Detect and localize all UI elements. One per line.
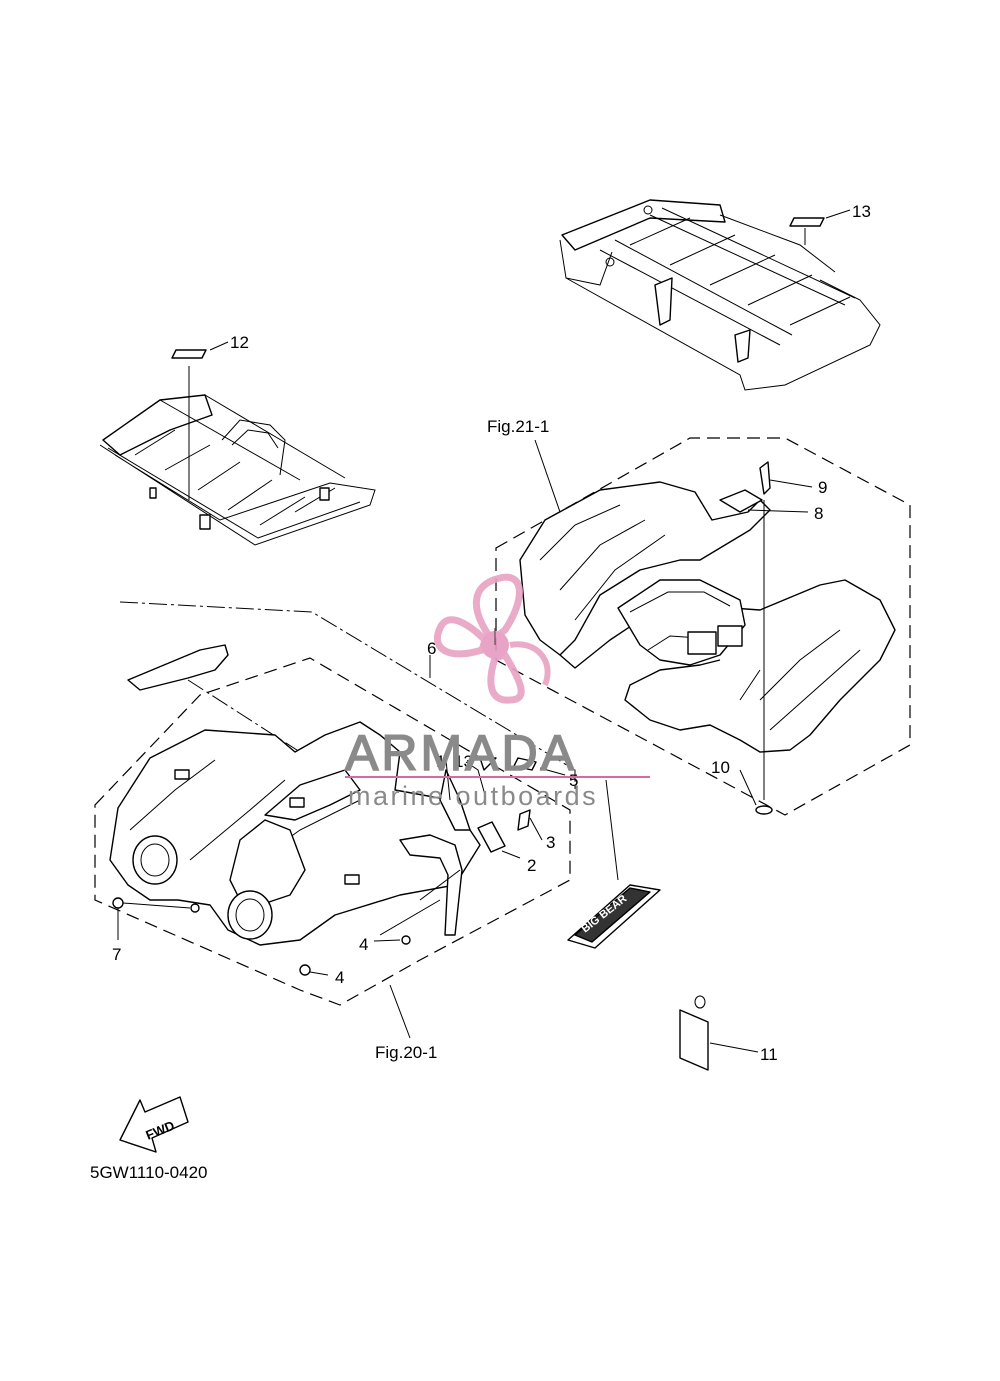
fig21-leader <box>534 439 561 513</box>
caution-tag <box>679 995 759 1071</box>
fig20-label: Fig.20-1 <box>375 1043 437 1062</box>
fig21-label: Fig.21-1 <box>487 417 549 436</box>
rear-fender-hardware <box>739 461 813 815</box>
watermark-tagline: marine outboards <box>348 781 598 811</box>
callout-2: 2 <box>527 856 536 875</box>
callout-10: 10 <box>711 758 730 777</box>
emblem-plate: BIG BEAR <box>567 779 661 949</box>
rear-fender <box>495 437 911 816</box>
front-carrier <box>99 394 376 546</box>
callout-7: 7 <box>112 945 121 964</box>
callout-11: 11 <box>760 1045 778 1064</box>
label-12 <box>171 341 229 500</box>
callout-3-upper: 3 <box>546 833 555 852</box>
callout-9: 9 <box>818 478 827 497</box>
callout-5: 5 <box>569 771 578 790</box>
callout-12: 12 <box>230 333 249 352</box>
callout-4-right: 4 <box>359 935 368 954</box>
callout-6: 6 <box>427 639 436 658</box>
watermark-brand: ARMADA <box>345 725 577 781</box>
callout-4-left: 4 <box>335 968 344 987</box>
callout-8: 8 <box>814 504 823 523</box>
label-13-rear <box>789 209 851 245</box>
diagram-code: 5GW1110-0420 <box>90 1163 208 1182</box>
rear-carrier <box>559 199 881 391</box>
fwd-arrow-icon: FWD <box>119 1096 189 1153</box>
propeller-logo-icon <box>434 573 551 704</box>
front-fender <box>94 657 571 1006</box>
callout-13-rear: 13 <box>852 202 871 221</box>
callout-1: 1 <box>436 752 445 771</box>
front-fender-hardware <box>112 757 566 1039</box>
callout-13-front: 13 <box>454 752 473 771</box>
